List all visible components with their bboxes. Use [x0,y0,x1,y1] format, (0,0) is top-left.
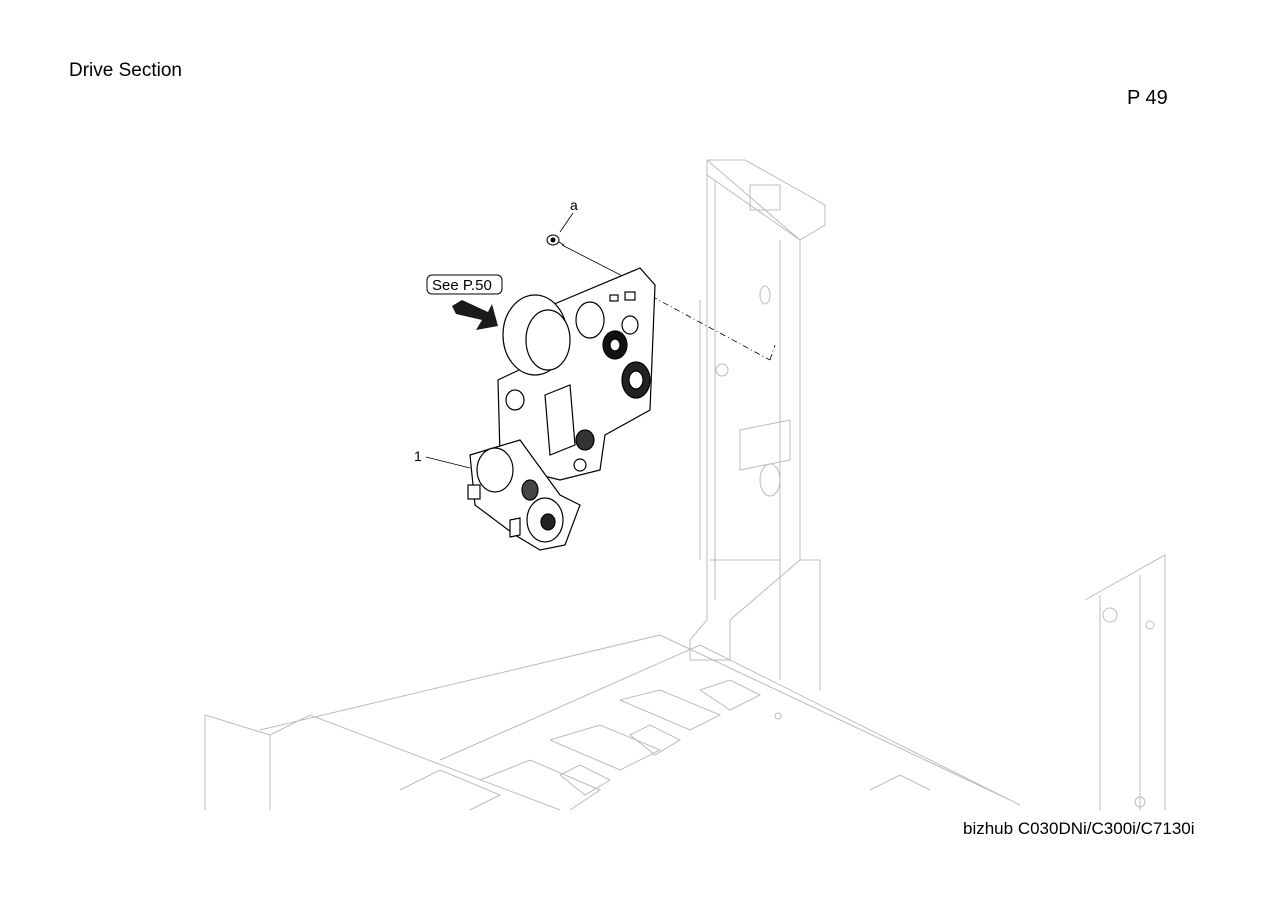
callout-1-leader [425,456,471,469]
callout-1: 1 [414,448,422,464]
callout-a-leader [559,212,574,233]
machine-frame [204,159,1166,811]
screw-a [546,234,565,246]
page-number: P 49 [1127,87,1168,109]
see-reference-arrow [452,300,498,330]
see-reference-box [426,274,503,295]
see-reference-label[interactable]: See P.50 [432,277,492,294]
model-name-footer: bizhub C030DNi/C300i/C7130i [963,819,1195,838]
drive-assembly [467,267,656,551]
guide-lines [639,289,776,361]
callout-a: a [570,197,578,213]
section-title: Drive Section [69,60,182,81]
